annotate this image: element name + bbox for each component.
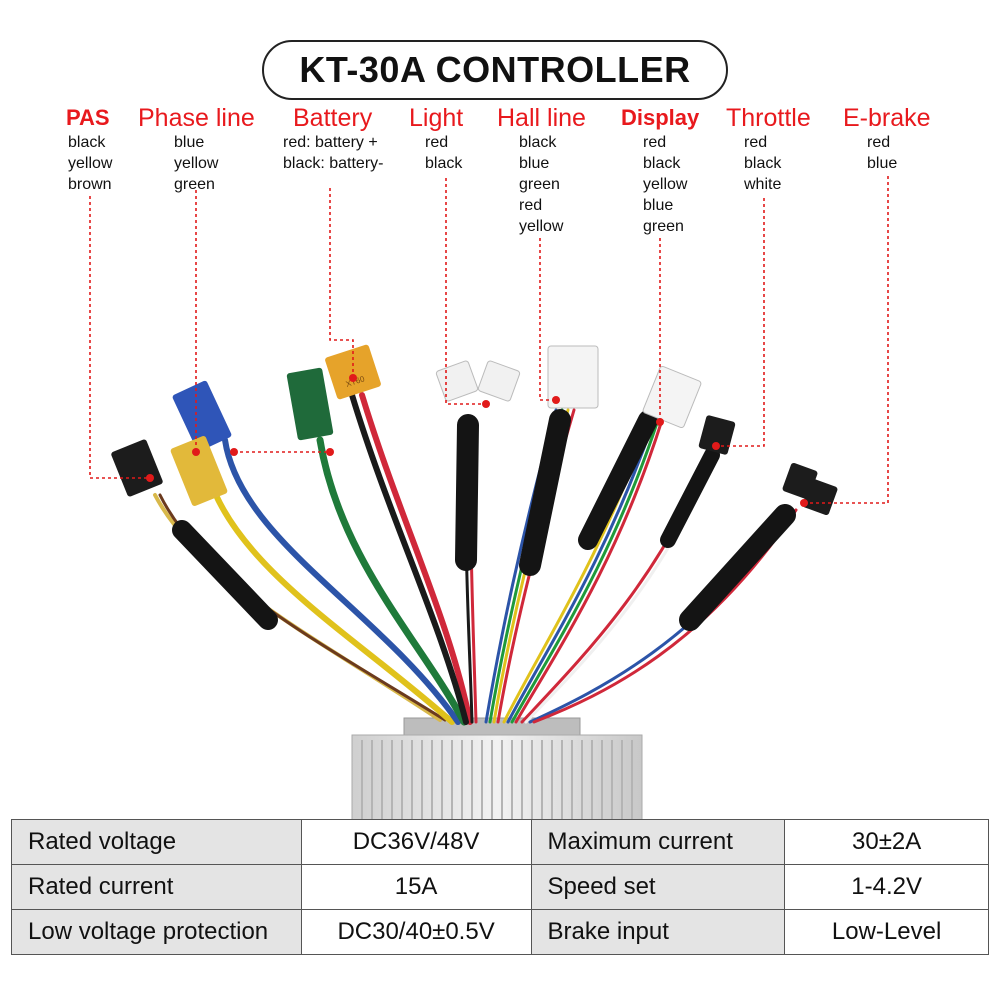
wire-color: green [643,218,684,235]
spec-value: Low-Level [784,909,989,955]
leader-dots [146,374,808,507]
wire-colors: black yellow brown [68,132,112,195]
wire-color: yellow [68,155,113,172]
phase-yellow-connector [170,436,228,506]
wire-colors: red black [425,132,463,174]
wire-label-display: Display red black yellow blue green [621,104,699,237]
table-row: Rated voltage DC36V/48V Maximum current … [11,819,989,865]
wire-color: red [519,197,543,214]
spec-label: Rated current [11,864,302,910]
wire-color: red [867,134,891,151]
wire-name: Phase line [138,104,255,132]
wire-color: blue [519,155,550,172]
wire-color: red [744,134,768,151]
wire-colors: red black yellow blue green [643,132,699,237]
controller-housing [351,717,643,820]
title-banner: KT-30A CONTROLLER [262,40,728,100]
wire-colors: red: battery + black: battery- [283,132,383,174]
wire-colors: black blue green red yellow [519,132,586,237]
spec-value: 15A [300,864,532,910]
wire-color: white [744,176,782,193]
controller-illustration: XT60 [89,176,889,820]
wire-label-phase-line: Phase line blue yellow green [138,104,255,195]
spec-value: DC30/40±0.5V [300,909,532,955]
leader-throttle [716,198,765,447]
phase-blue-connector [172,380,232,452]
wire-label-e-brake: E-brake red blue [843,104,931,174]
wire-colors: red blue [867,132,931,174]
wire-name: Battery [293,104,373,132]
spec-label: Speed set [530,864,786,910]
diagram-title: KT-30A CONTROLLER [299,49,691,90]
spec-label: Low voltage protection [11,909,302,955]
wire-color: black: battery- [283,155,384,172]
wire-name: Display [621,105,700,130]
wire-color: blue [643,197,674,214]
wire-label-hall-line: Hall line black blue green red yellow [497,104,586,237]
leader-pas [89,196,150,479]
wire-bundle [153,392,798,726]
spec-label: Maximum current [530,819,786,865]
wire-label-throttle: Throttle red black white [726,104,811,195]
wire-label-pas: PAS black yellow brown [66,104,112,195]
wire-color: red [643,134,667,151]
throttle-connector [698,415,736,455]
wire-colors: red black white [744,132,811,195]
pas-connector [111,439,163,497]
leader-e-brake [804,176,889,504]
wire-color: yellow [643,176,688,193]
wire-name: PAS [66,105,110,130]
wire-color: blue [174,134,205,151]
wire-color: brown [68,176,112,193]
wire-colors: blue yellow green [174,132,255,195]
wire-color: red [425,134,449,151]
leader-lines [89,176,889,504]
wire-color: black [744,155,782,172]
e-brake-connector [782,462,838,516]
wire-color: black [68,134,106,151]
table-row: Low voltage protection DC30/40±0.5V Brak… [11,909,989,955]
light-connector [435,360,521,402]
wire-label-light: Light red black [409,104,463,174]
wire-color: green [174,176,215,193]
spec-value: DC36V/48V [300,819,532,865]
table-row: Rated current 15A Speed set 1-4.2V [11,864,989,910]
wire-color: yellow [174,155,219,172]
wire-color: red: battery + [283,134,378,151]
wire-color: black [425,155,463,172]
wire-name: Throttle [726,104,811,132]
wire-name: Hall line [497,104,586,132]
wire-name: Light [409,104,464,132]
wire-color: black [519,134,557,151]
spec-value: 1-4.2V [784,864,989,910]
leader-hall [539,238,556,401]
wire-color: green [519,176,560,193]
wire-color: yellow [519,218,564,235]
spec-label: Brake input [530,909,786,955]
wire-color: black [643,155,681,172]
wire-label-battery: Battery red: battery + black: battery- [283,104,383,174]
leader-battery [329,188,354,378]
specs-table: Rated voltage DC36V/48V Maximum current … [11,819,989,955]
phase-green-connector [286,367,334,441]
hall-connector [547,345,599,409]
leader-light [445,178,486,405]
wire-color: blue [867,155,898,172]
wire-name: E-brake [843,104,931,132]
spec-label: Rated voltage [11,819,302,865]
spec-value: 30±2A [784,819,989,865]
